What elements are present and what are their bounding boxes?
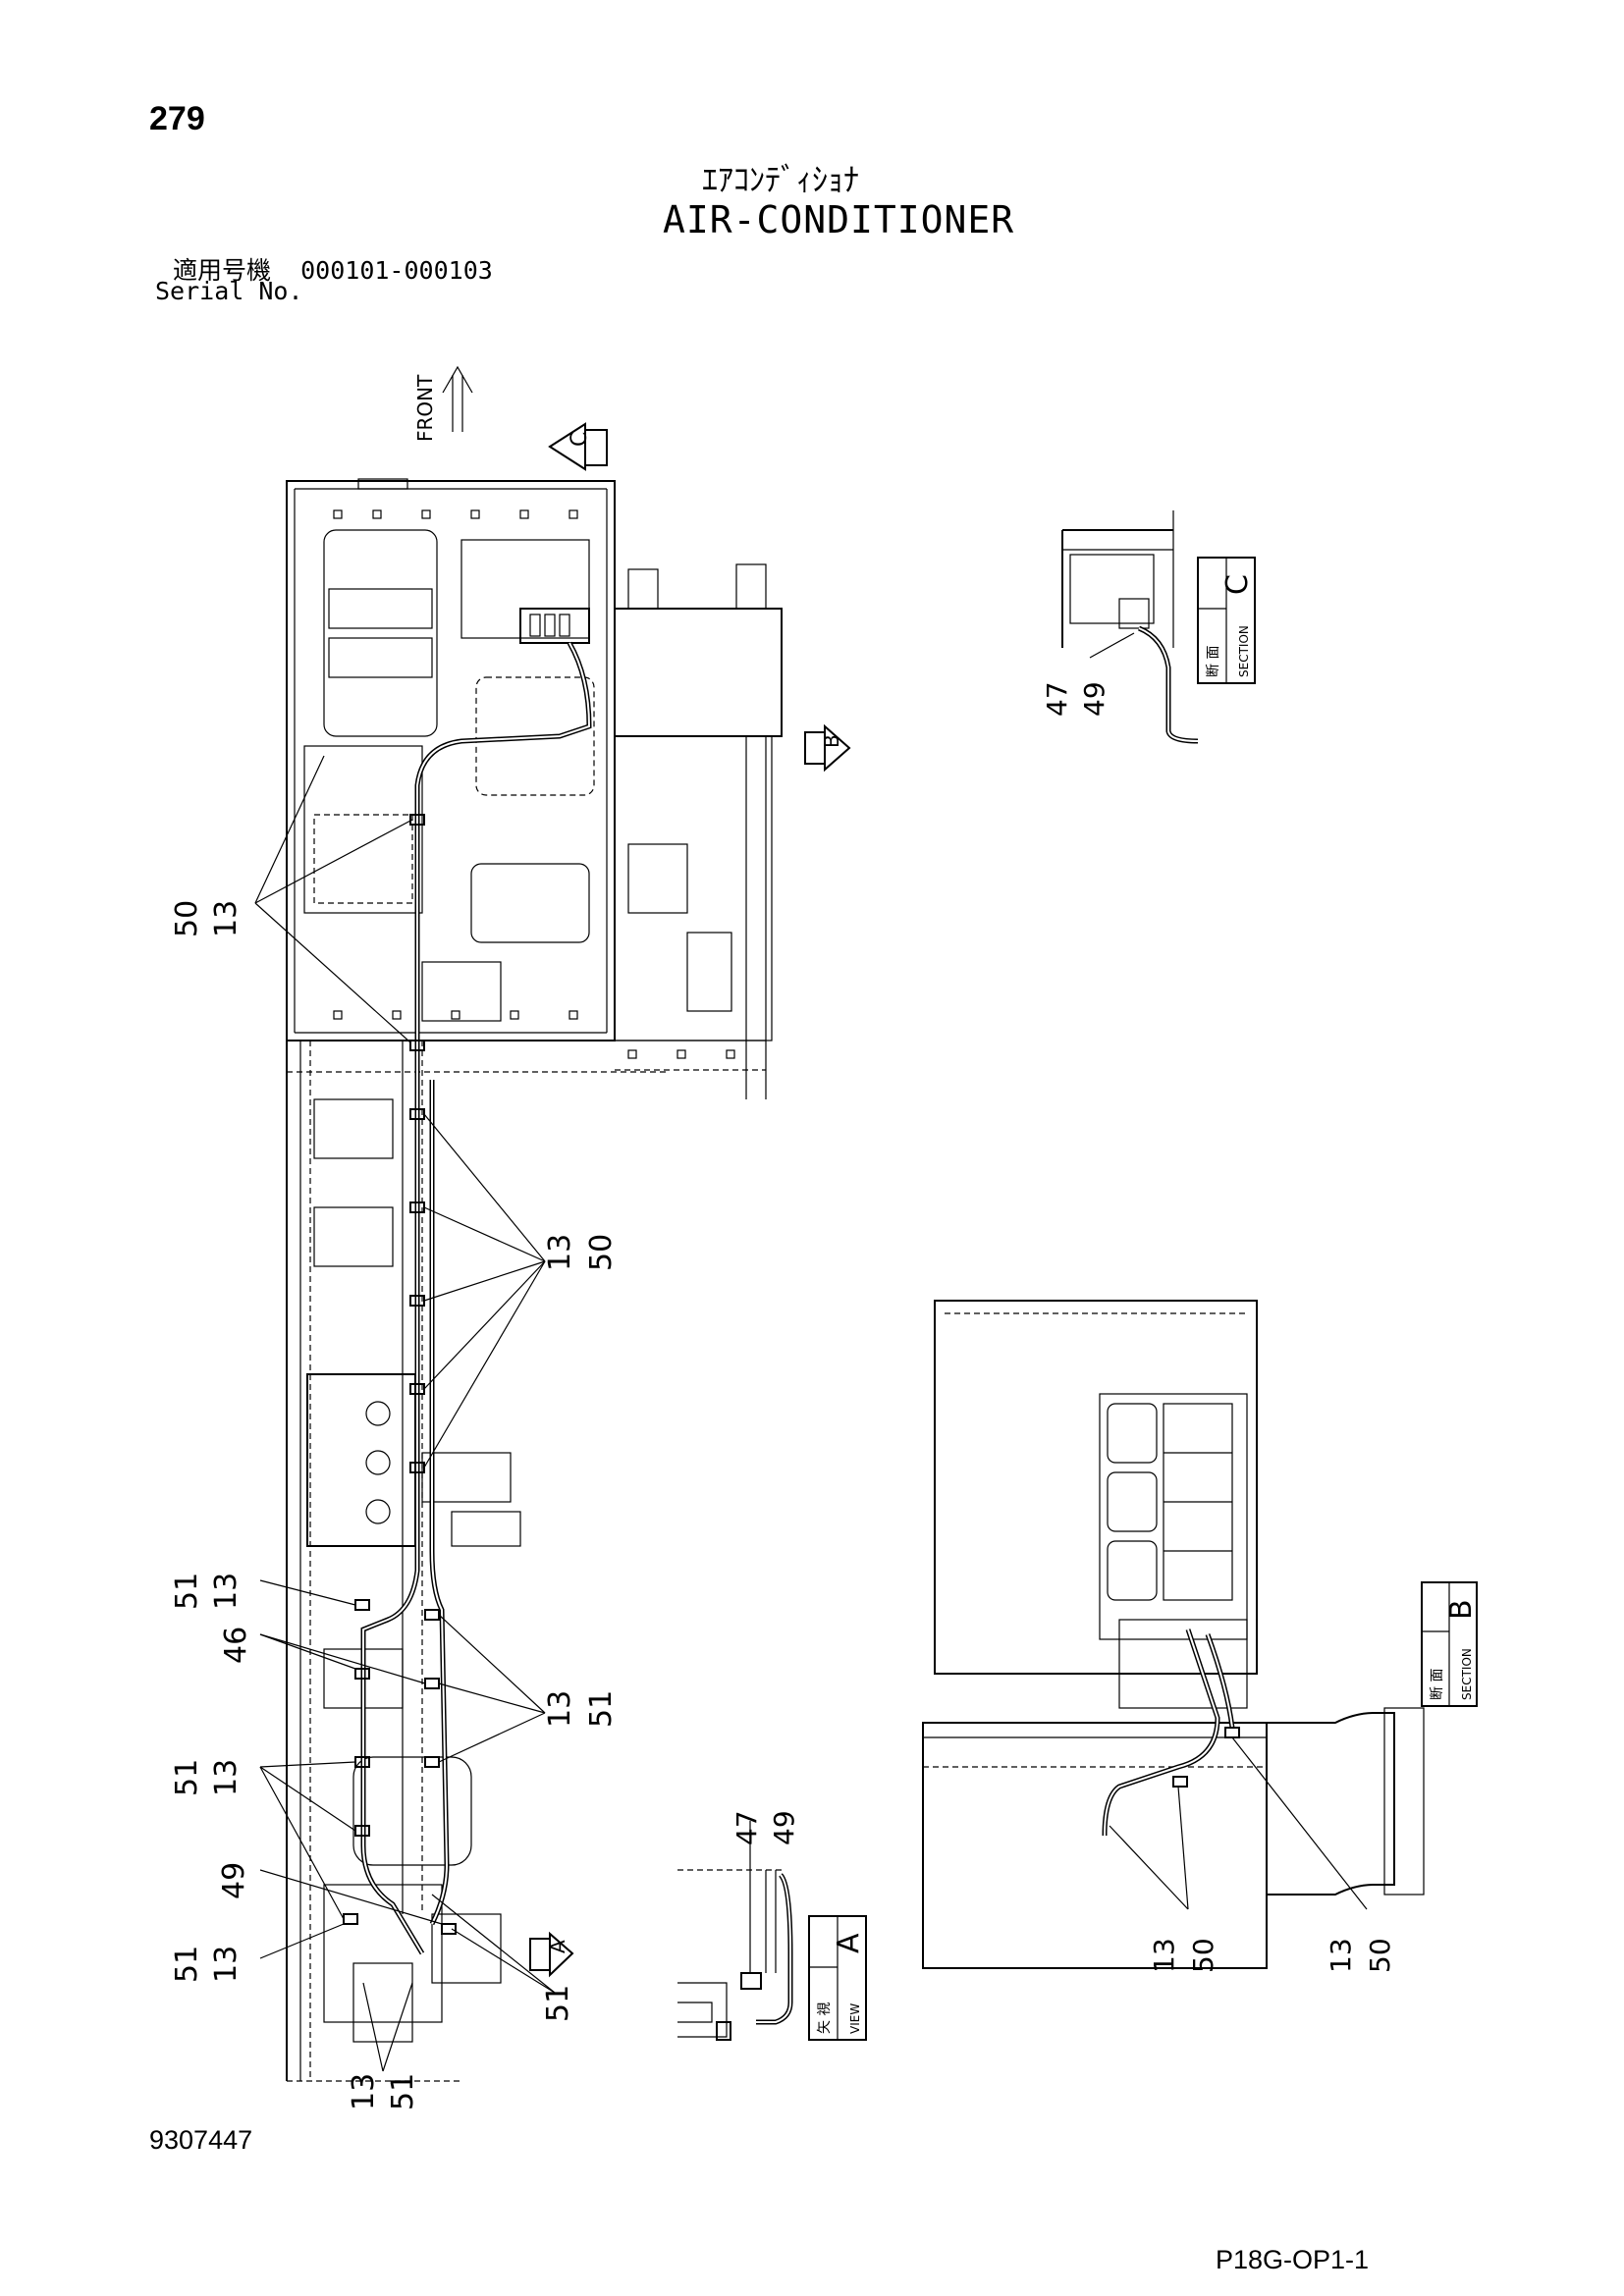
svg-text:51: 51: [386, 2073, 420, 2110]
svg-text:B: B: [1444, 1599, 1479, 1620]
svg-text:47: 47: [731, 1810, 763, 1845]
callout-51-13-a: 51 13: [170, 1573, 244, 1610]
svg-text:断 面: 断 面: [1430, 1669, 1445, 1700]
marker-c: C: [548, 422, 608, 471]
section-b-label: B 断 面 SECTION: [1421, 1581, 1479, 1707]
svg-text:49: 49: [768, 1810, 800, 1845]
svg-text:13: 13: [1325, 1938, 1357, 1973]
front-label: FRONT: [413, 374, 437, 442]
svg-text:13: 13: [543, 1234, 577, 1271]
view-a-detail: 47 49: [677, 1810, 800, 2041]
svg-text:13: 13: [1148, 1938, 1180, 1973]
section-b-detail: 13 50 13 50: [922, 1300, 1425, 1973]
marker-b: B: [804, 723, 851, 773]
svg-text:13: 13: [209, 1759, 244, 1796]
svg-text:51: 51: [584, 1690, 619, 1728]
serial-range: 000101-000103: [300, 256, 493, 285]
marker-b-letter: B: [820, 734, 843, 748]
svg-text:51: 51: [170, 1759, 204, 1796]
serial-line: 適用号機 000101-000103: [173, 251, 493, 287]
page-number: 279: [149, 100, 205, 137]
callout-50-13: 50 13: [170, 900, 244, 937]
callout-13-50: 13 50: [543, 1234, 619, 1271]
leader-lines-main: [254, 755, 556, 2072]
callout-13-51-a: 13 51: [543, 1690, 619, 1728]
callout-c-47-49: 47 49: [1041, 681, 1110, 717]
marker-c-letter: C: [568, 432, 592, 447]
callout-51: 51: [541, 1985, 575, 2022]
svg-text:C: C: [1220, 574, 1255, 595]
page-reference: P18G-OP1-1: [1216, 2245, 1370, 2274]
svg-text:51: 51: [170, 1946, 204, 1983]
svg-text:50: 50: [1364, 1938, 1396, 1973]
svg-text:50: 50: [170, 900, 204, 937]
callout-46: 46: [219, 1627, 253, 1664]
svg-text:13: 13: [209, 900, 244, 937]
serial-label-en: Serial No.: [155, 277, 303, 305]
svg-text:49: 49: [217, 1862, 251, 1899]
svg-text:13: 13: [347, 2073, 381, 2110]
svg-text:46: 46: [219, 1627, 253, 1664]
callout-51-13-c: 51 13: [170, 1946, 244, 1983]
callout-b-13-50-a: 13 50: [1148, 1938, 1219, 1973]
marker-a: A: [529, 1931, 574, 1978]
svg-text:SECTION: SECTION: [1237, 625, 1251, 677]
svg-text:断 面: 断 面: [1206, 646, 1221, 677]
serial-label-jp: 適用号機: [173, 256, 272, 285]
section-c-label: C 断 面 SECTION: [1197, 557, 1256, 684]
view-a-label: A 矢 視 VIEW: [808, 1915, 867, 2041]
callout-13-51-b: 13 51: [347, 2073, 420, 2110]
svg-text:13: 13: [209, 1573, 244, 1610]
svg-text:51: 51: [541, 1985, 575, 2022]
svg-text:矢 視: 矢 視: [817, 2002, 833, 2034]
svg-text:A: A: [832, 1933, 866, 1953]
svg-text:49: 49: [1078, 681, 1110, 717]
title-english: AIR-CONDITIONER: [663, 198, 1015, 241]
svg-text:51: 51: [170, 1573, 204, 1610]
marker-a-letter: A: [546, 1940, 569, 1953]
title-japanese: ｴｱｺﾝﾃﾞｨｼｮﾅ: [702, 161, 860, 198]
section-c-detail: 47 49: [1041, 510, 1199, 744]
svg-text:50: 50: [1187, 1938, 1219, 1973]
callout-b-13-50-b: 13 50: [1325, 1938, 1396, 1973]
document-number: 9307447: [149, 2125, 253, 2155]
callout-51-13-b: 51 13: [170, 1759, 244, 1796]
svg-text:47: 47: [1041, 681, 1073, 717]
svg-text:13: 13: [209, 1946, 244, 1983]
svg-text:VIEW: VIEW: [848, 2003, 862, 2034]
callout-49: 49: [217, 1862, 251, 1899]
svg-text:SECTION: SECTION: [1460, 1648, 1474, 1700]
callout-a-47-49: 47 49: [731, 1810, 800, 1845]
front-indicator: FRONT: [413, 365, 473, 442]
svg-text:50: 50: [584, 1234, 619, 1271]
svg-text:13: 13: [543, 1690, 577, 1728]
